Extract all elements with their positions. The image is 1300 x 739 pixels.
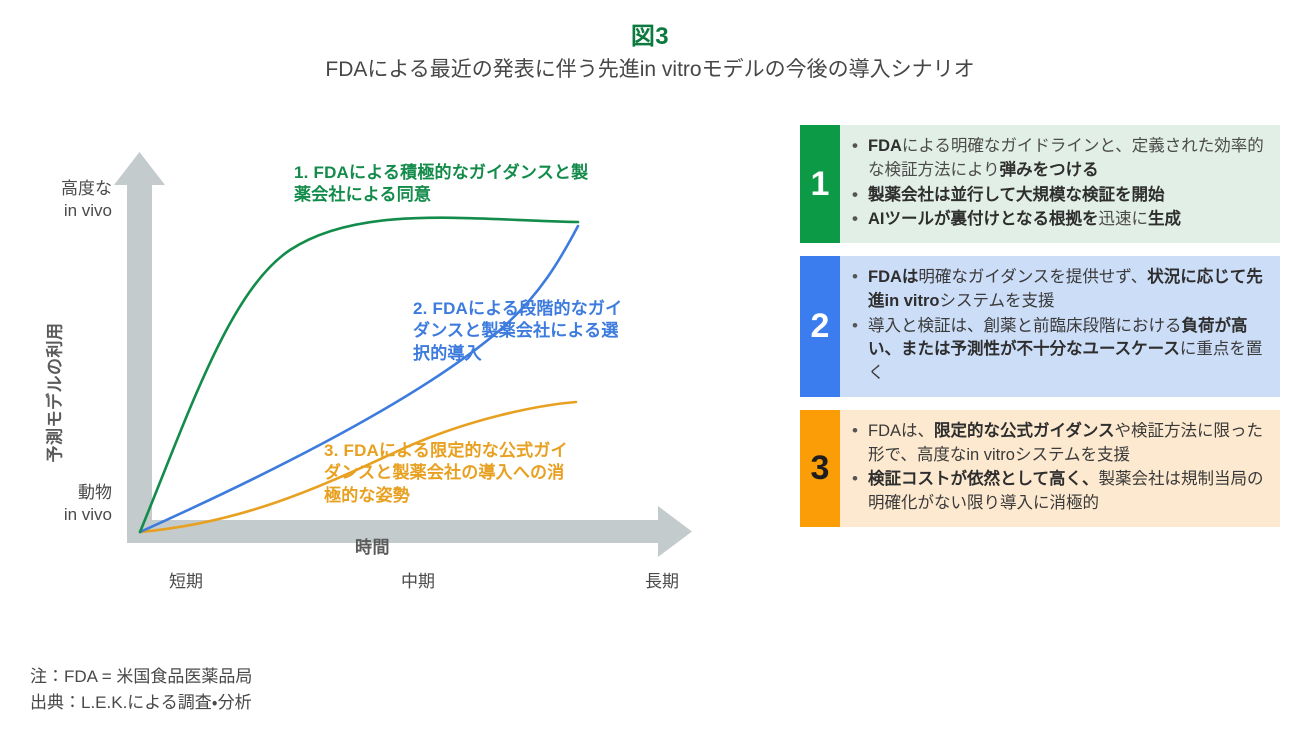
footnotes: 注：FDA = 米国食品医薬品局 出典：L.E.K.による調査・分析 bbox=[30, 664, 252, 717]
scenario-panel-3-number: 3 bbox=[800, 409, 840, 527]
x-tick-long-term: 長期 bbox=[645, 572, 679, 591]
x-tick-mid-term: 中期 bbox=[401, 572, 435, 591]
curve-scenario-1 bbox=[138, 216, 580, 534]
curve-label-scenario-1: 1. FDAによる積極的なガイダンスと製薬会社による同意 bbox=[294, 163, 589, 205]
scenario-panel-list: 1 FDAによる明確なガイドラインと、定義された効率的な検証方法により弾みをつけ… bbox=[800, 125, 1280, 540]
scenario-panel-2-body: FDAは明確なガイダンスを提供せず、状況に応じて先進in vitroシステムを支… bbox=[840, 256, 1280, 397]
x-axis-title: 時間 bbox=[355, 538, 390, 557]
y-axis-arrow bbox=[114, 152, 165, 540]
figure-number: 図3 bbox=[630, 23, 670, 50]
scenario-panel-3-bullets: FDAは、限定的な公式ガイダンスや検証方法に限った形で、高度なin vitroシ… bbox=[846, 419, 1268, 516]
scenario-panel-1-number: 1 bbox=[800, 125, 840, 243]
chart-plot-area bbox=[114, 152, 692, 557]
x-tick-short-term: 短期 bbox=[169, 572, 203, 591]
scenario-panel-3-body: FDAは、限定的な公式ガイダンスや検証方法に限った形で、高度なin vitroシ… bbox=[840, 409, 1280, 527]
bullet-item: 検証コストが依然として高く、製薬会社は規制当局の明確化がない限り導入に消極的 bbox=[852, 467, 1268, 516]
y-axis-top-label: 高度な in vivo bbox=[61, 179, 112, 220]
curve-scenario-3 bbox=[138, 400, 578, 534]
bullet-item: FDAによる明確なガイドラインと、定義された効率的な検証方法により弾みをつける bbox=[852, 134, 1268, 183]
scenario-panel-2-bullets: FDAは明確なガイダンスを提供せず、状況に応じて先進in vitroシステムを支… bbox=[846, 265, 1268, 386]
scenario-chart: 高度な in vivo 動物 in vivo 予測モデルの利用 時間 短期 中期… bbox=[0, 130, 770, 610]
bullet-item: FDAは明確なガイダンスを提供せず、状況に応じて先進in vitroシステムを支… bbox=[852, 265, 1268, 314]
y-axis-title: 予測モデルの利用 bbox=[45, 322, 65, 463]
scenario-panel-2-number: 2 bbox=[800, 256, 840, 397]
bullet-item: 導入と検証は、創薬と前臨床段階における負荷が高い、または予測性が不十分なユースケ… bbox=[852, 313, 1268, 386]
scenario-panel-1-body: FDAによる明確なガイドラインと、定義された効率的な検証方法により弾みをつける製… bbox=[840, 125, 1280, 243]
scenario-panel-3: 3 FDAは、限定的な公式ガイダンスや検証方法に限った形で、高度なin vitr… bbox=[800, 409, 1280, 527]
bullet-item: FDAは、限定的な公式ガイダンスや検証方法に限った形で、高度なin vitroシ… bbox=[852, 419, 1268, 468]
curve-label-scenario-3: 3. FDAによる限定的な公式ガイダンスと製薬会社の導入への消極的な姿勢 bbox=[324, 441, 568, 505]
scenario-panel-1: 1 FDAによる明確なガイドラインと、定義された効率的な検証方法により弾みをつけ… bbox=[800, 125, 1280, 243]
bullet-item: AIツールが裏付けとなる根拠を迅速に生成 bbox=[852, 207, 1268, 232]
scenario-panel-2: 2 FDAは明確なガイダンスを提供せず、状況に応じて先進in vitroシステム… bbox=[800, 256, 1280, 397]
curve-scenario-2 bbox=[138, 224, 580, 534]
footnote-note: 注：FDA = 米国食品医薬品局 bbox=[30, 667, 253, 686]
page-title: FDAによる最近の発表に伴う先進in vitroモデルの今後の導入シナリオ bbox=[325, 58, 975, 81]
title-block: 図3 FDAによる最近の発表に伴う先進in vitroモデルの今後の導入シナリオ bbox=[0, 22, 1300, 83]
scenario-panel-1-bullets: FDAによる明確なガイドラインと、定義された効率的な検証方法により弾みをつける製… bbox=[846, 134, 1268, 232]
footnote-source: 出典：L.E.K.による調査・分析 bbox=[30, 693, 252, 713]
x-axis-arrow bbox=[127, 506, 692, 557]
y-axis-bottom-label: 動物 in vivo bbox=[63, 483, 112, 524]
curve-label-scenario-2: 2. FDAによる段階的なガイダンスと製薬会社による選択的導入 bbox=[413, 299, 623, 363]
bullet-item: 製薬会社は並行して大規模な検証を開始 bbox=[852, 183, 1268, 208]
